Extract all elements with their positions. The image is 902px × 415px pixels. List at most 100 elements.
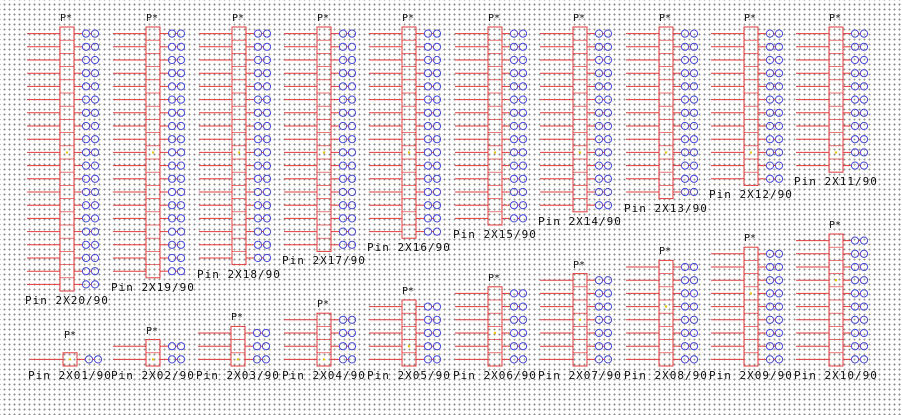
pin-circle[interactable]: [338, 108, 348, 117]
pin-circle[interactable]: [774, 121, 784, 131]
pin-circle[interactable]: [432, 29, 442, 38]
pin-circle[interactable]: [253, 82, 263, 91]
pin-circle[interactable]: [84, 355, 94, 364]
pin-circle[interactable]: [253, 29, 263, 38]
pin-circle[interactable]: [90, 214, 100, 223]
pin-circle[interactable]: [423, 174, 433, 183]
connector-pin-2x09-90[interactable]: [711, 246, 784, 367]
pin-circle[interactable]: [176, 69, 186, 78]
pin-circle[interactable]: [253, 161, 263, 170]
pin-circle[interactable]: [680, 108, 690, 117]
pin-circle[interactable]: [594, 42, 604, 51]
pin-circle[interactable]: [518, 29, 528, 38]
connector-pin-2x05-90[interactable]: [369, 299, 442, 367]
pin-circle[interactable]: [603, 29, 613, 38]
pin-circle[interactable]: [253, 253, 263, 263]
pin-circle[interactable]: [850, 289, 860, 298]
pin-circle[interactable]: [90, 135, 100, 144]
pin-circle[interactable]: [859, 342, 869, 351]
pin-circle[interactable]: [765, 249, 775, 258]
pin-circle[interactable]: [338, 328, 348, 338]
pin-circle[interactable]: [423, 161, 433, 170]
pin-circle[interactable]: [594, 201, 604, 210]
pin-circle[interactable]: [423, 201, 433, 210]
pin-circle[interactable]: [594, 302, 604, 311]
pin-circle[interactable]: [423, 148, 433, 157]
pin-circle[interactable]: [518, 69, 528, 78]
pin-circle[interactable]: [90, 29, 100, 38]
connector-pin-2x14-90[interactable]: [540, 26, 613, 213]
pin-circle[interactable]: [594, 328, 604, 338]
pin-circle[interactable]: [167, 108, 177, 117]
pin-circle[interactable]: [765, 342, 775, 351]
pin-circle[interactable]: [347, 342, 357, 351]
pin-circle[interactable]: [603, 302, 613, 311]
pin-circle[interactable]: [81, 214, 91, 223]
pin-circle[interactable]: [167, 174, 177, 183]
connector-pin-2x02-90[interactable]: [113, 339, 186, 367]
pin-circle[interactable]: [423, 187, 433, 197]
pin-circle[interactable]: [509, 201, 519, 210]
pin-circle[interactable]: [90, 55, 100, 65]
pin-circle[interactable]: [252, 328, 262, 338]
pin-circle[interactable]: [603, 82, 613, 91]
pin-circle[interactable]: [176, 95, 186, 104]
pin-circle[interactable]: [176, 267, 186, 276]
pin-circle[interactable]: [859, 289, 869, 298]
pin-circle[interactable]: [167, 95, 177, 104]
pin-circle[interactable]: [859, 69, 869, 78]
pin-circle[interactable]: [81, 42, 91, 51]
pin-circle[interactable]: [432, 95, 442, 104]
pin-circle[interactable]: [518, 187, 528, 197]
pin-circle[interactable]: [509, 148, 519, 157]
pin-circle[interactable]: [765, 121, 775, 131]
connector-pin-2x12-90[interactable]: [711, 26, 784, 186]
pin-circle[interactable]: [90, 82, 100, 91]
pin-circle[interactable]: [518, 302, 528, 311]
pin-circle[interactable]: [167, 55, 177, 65]
pin-circle[interactable]: [338, 121, 348, 131]
pin-circle[interactable]: [432, 187, 442, 197]
pin-circle[interactable]: [347, 240, 357, 249]
pin-circle[interactable]: [850, 108, 860, 117]
pin-circle[interactable]: [167, 355, 177, 364]
pin-circle[interactable]: [859, 161, 869, 170]
pin-circle[interactable]: [423, 95, 433, 104]
pin-circle[interactable]: [261, 328, 271, 338]
pin-circle[interactable]: [594, 276, 604, 285]
pin-circle[interactable]: [347, 328, 357, 338]
pin-circle[interactable]: [765, 355, 775, 364]
pin-circle[interactable]: [680, 161, 690, 170]
pin-circle[interactable]: [603, 42, 613, 51]
pin-circle[interactable]: [90, 161, 100, 170]
pin-circle[interactable]: [90, 108, 100, 117]
pin-circle[interactable]: [167, 187, 177, 197]
pin-circle[interactable]: [81, 82, 91, 91]
pin-circle[interactable]: [81, 161, 91, 170]
pin-circle[interactable]: [680, 262, 690, 272]
pin-circle[interactable]: [850, 328, 860, 338]
pin-circle[interactable]: [509, 302, 519, 311]
pin-circle[interactable]: [689, 276, 699, 285]
pin-circle[interactable]: [176, 29, 186, 38]
pin-circle[interactable]: [347, 135, 357, 144]
pin-circle[interactable]: [347, 29, 357, 38]
pin-circle[interactable]: [518, 328, 528, 338]
pin-circle[interactable]: [167, 267, 177, 276]
pin-circle[interactable]: [347, 82, 357, 91]
pin-circle[interactable]: [432, 82, 442, 91]
pin-circle[interactable]: [689, 42, 699, 51]
pin-circle[interactable]: [81, 267, 91, 276]
pin-circle[interactable]: [167, 82, 177, 91]
connector-pin-2x11-90[interactable]: [796, 26, 869, 173]
pin-circle[interactable]: [850, 315, 860, 324]
pin-circle[interactable]: [167, 148, 177, 157]
pin-circle[interactable]: [509, 135, 519, 144]
pin-circle[interactable]: [423, 82, 433, 91]
pin-circle[interactable]: [594, 174, 604, 183]
pin-circle[interactable]: [347, 95, 357, 104]
pin-circle[interactable]: [432, 328, 442, 338]
pin-circle[interactable]: [518, 121, 528, 131]
pin-circle[interactable]: [594, 95, 604, 104]
